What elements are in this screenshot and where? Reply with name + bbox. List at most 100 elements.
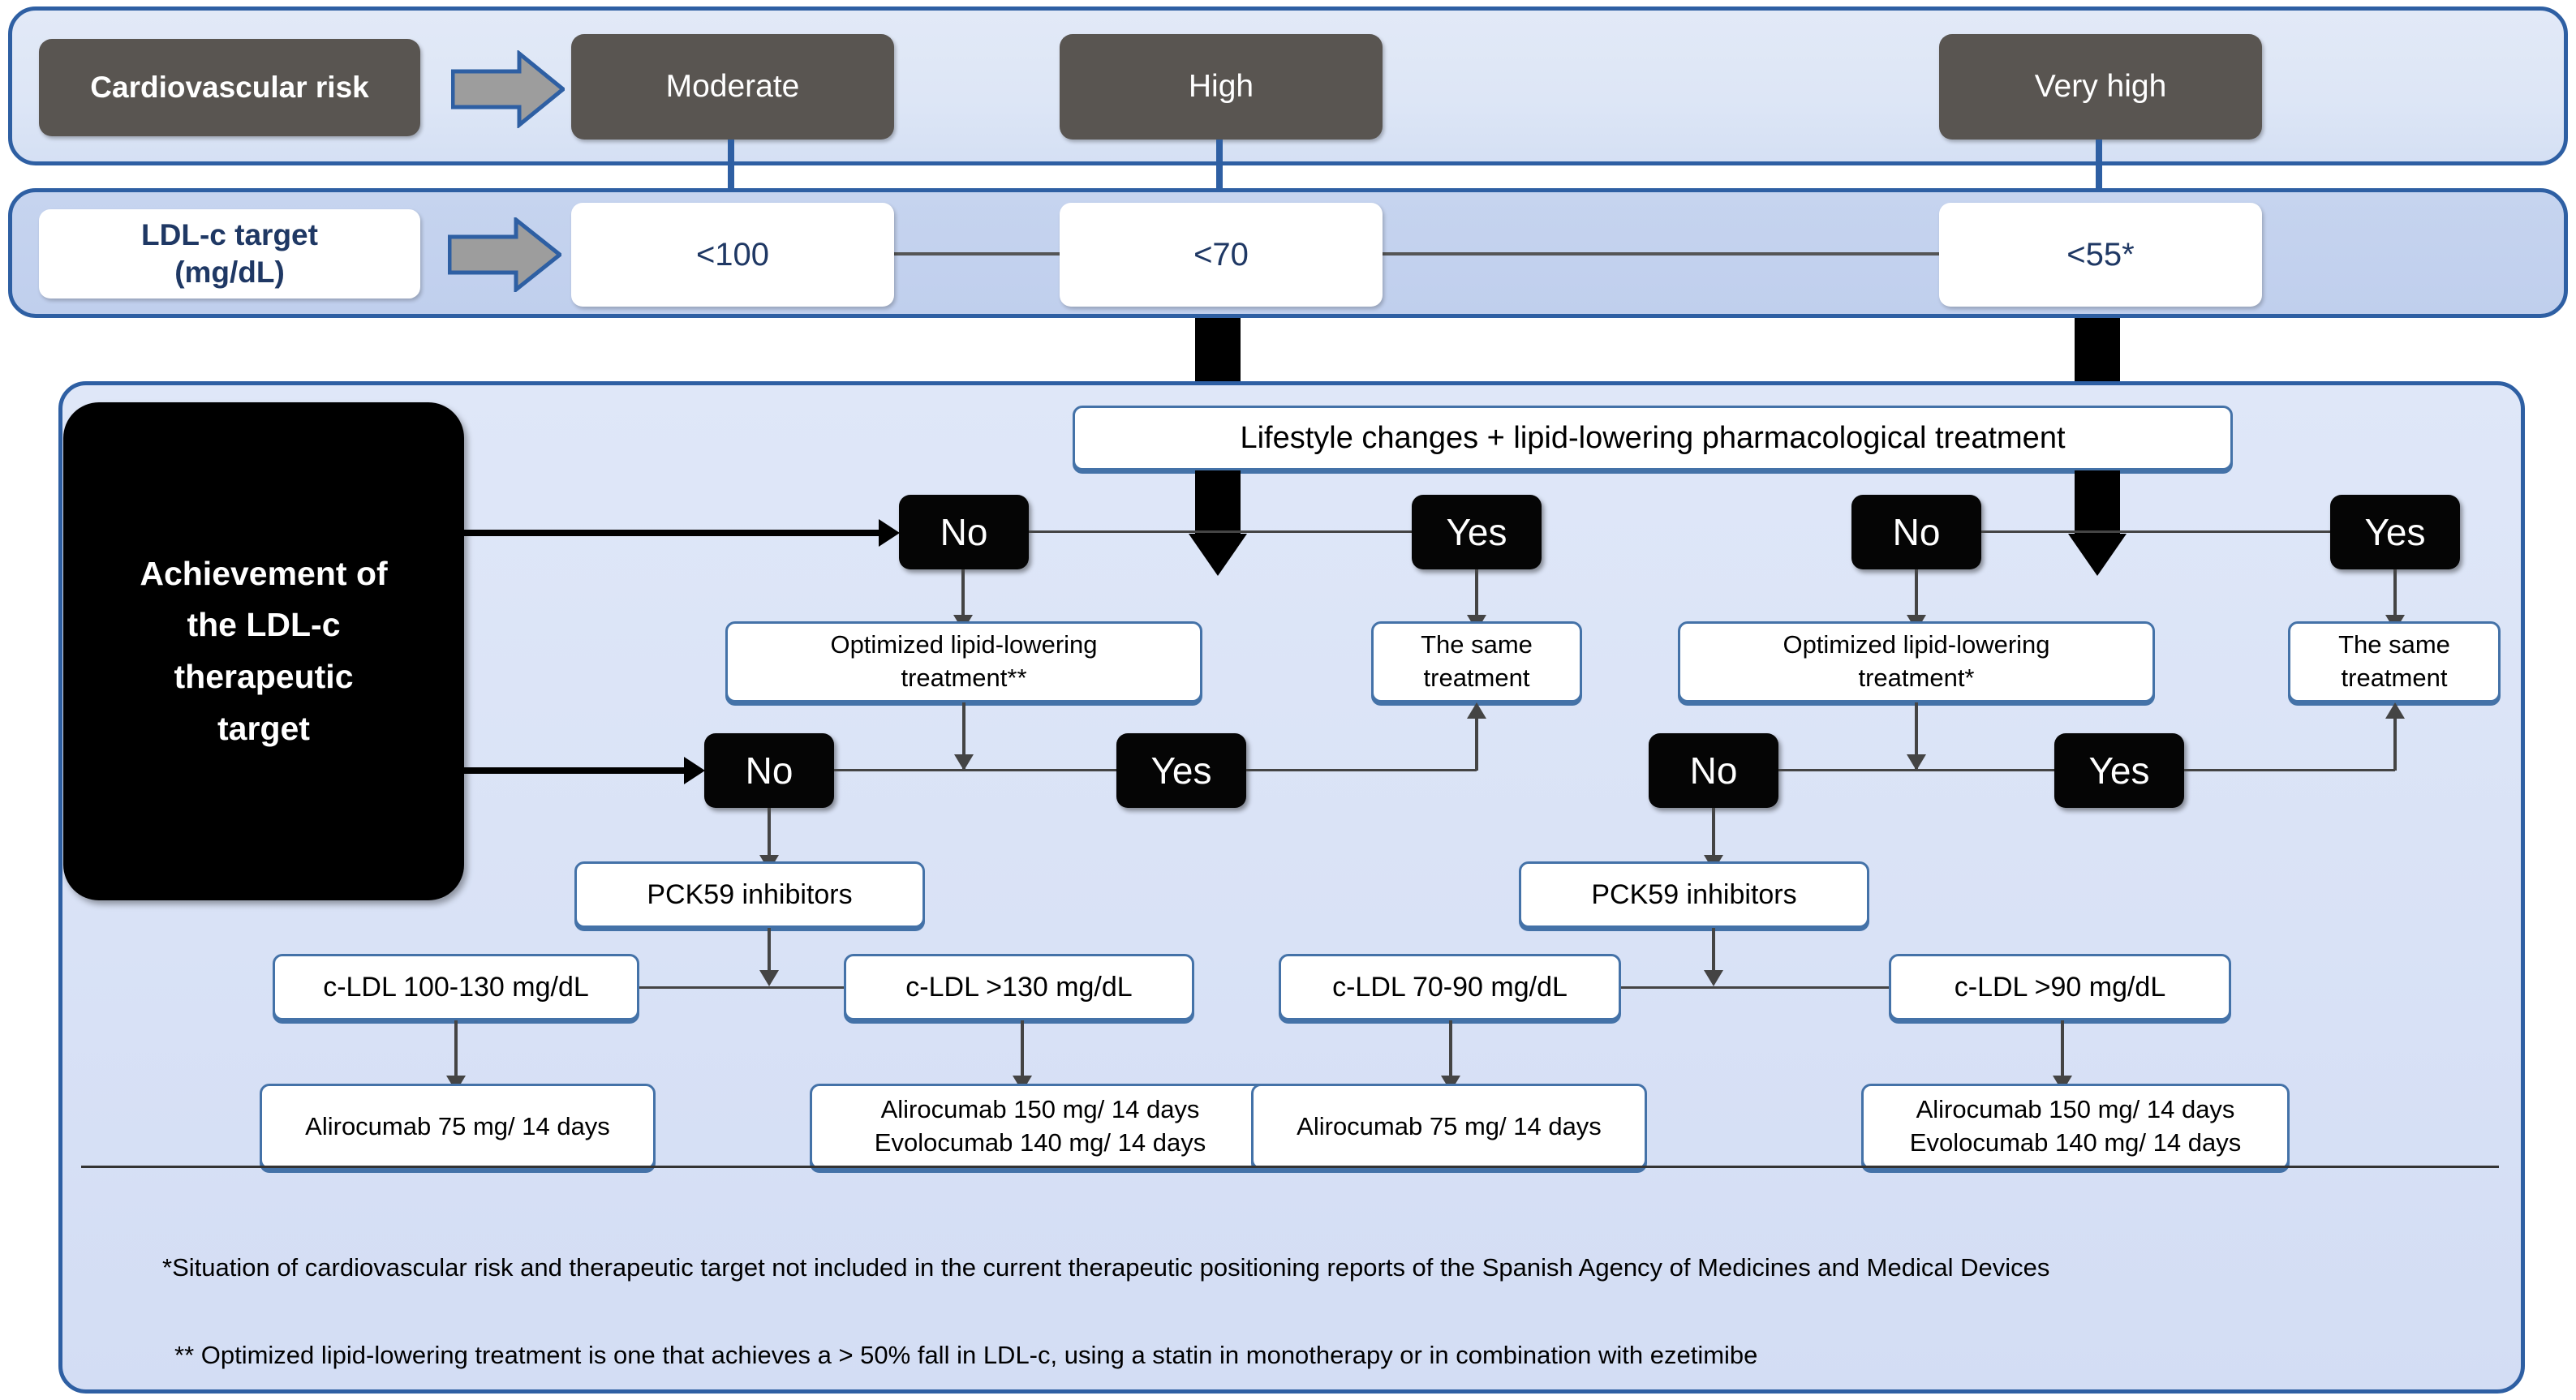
branch-a-optimized-line1: Optimized lipid-lowering (830, 630, 1098, 659)
branch-b-same-line1: The same (2338, 630, 2450, 659)
branch-a-level2-no-label: No (745, 749, 793, 792)
branch-a-level1-yes-down (1475, 569, 1478, 620)
branch-b-level1-yes[interactable]: Yes (2330, 495, 2460, 569)
branch-b-level2-yes-label: Yes (2088, 749, 2150, 792)
branch-b-level2-yes[interactable]: Yes (2054, 733, 2184, 808)
ldl-target-label-line2: (mg/dL) (174, 256, 285, 289)
ldl-target-label: LDL-c target (mg/dL) (39, 209, 420, 298)
branch-b-level2-no-label: No (1689, 749, 1738, 792)
risk-level-high[interactable]: High (1060, 34, 1383, 140)
branch-b-drug-high-line2: Evolocumab 140 mg/ 14 days (1909, 1128, 2242, 1157)
branch-b-level2-no[interactable]: No (1649, 733, 1778, 808)
target-chevron-icon (448, 217, 561, 292)
connector-high-to-target (1216, 140, 1223, 208)
footnote-1: *Situation of cardiovascular risk and th… (162, 1249, 2288, 1287)
thick-arrowhead-veryhigh (2068, 534, 2127, 576)
branch-a-level2-no-yes-line (834, 769, 1116, 771)
branch-a-level1-yes[interactable]: Yes (1412, 495, 1542, 569)
branch-a-ldl-range-low-text: c-LDL 100-130 mg/dL (323, 971, 589, 1003)
branch-b-same-line2: treatment (2341, 663, 2448, 692)
branch-a-opt-down-head (954, 754, 974, 771)
branch-b-level1-no-label: No (1892, 511, 1941, 553)
branch-a-same-treatment-box[interactable]: The same treatment (1371, 621, 1582, 702)
branch-b-same-treatment-box[interactable]: The same treatment (2288, 621, 2501, 702)
branch-a-high-to-drug (1021, 1020, 1024, 1080)
branch-b-pck59-box[interactable]: PCK59 inhibitors (1519, 861, 1869, 928)
footnote-separator (81, 1166, 2499, 1168)
branch-a-ldl-range-high[interactable]: c-LDL >130 mg/dL (844, 954, 1194, 1020)
achievement-line-2: the LDL-c (187, 606, 341, 644)
branch-b-optimized-line1: Optimized lipid-lowering (1783, 630, 2050, 659)
branch-a-drug-high[interactable]: Alirocumab 150 mg/ 14 days Evolocumab 14… (810, 1084, 1271, 1170)
branch-a-level2-no[interactable]: No (704, 733, 834, 808)
achievement-line-4: target (217, 709, 310, 747)
achievement-line-1: Achievement of (140, 554, 388, 592)
ldl-target-label-line1: LDL-c target (141, 217, 318, 251)
branch-b-level1-no[interactable]: No (1851, 495, 1981, 569)
branch-a-ldl-range-low[interactable]: c-LDL 100-130 mg/dL (273, 954, 639, 1020)
branch-b-ldl-range-low[interactable]: c-LDL 70-90 mg/dL (1279, 954, 1621, 1020)
branch-a-level2-yes-to-same-h (1246, 769, 1477, 771)
footnote-1-text: *Situation of cardiovascular risk and th… (162, 1253, 2050, 1282)
branch-a-drug-low[interactable]: Alirocumab 75 mg/ 14 days (260, 1084, 656, 1170)
branch-a-ldl-split-line (638, 986, 943, 989)
branch-b-high-to-drug (2061, 1020, 2064, 1080)
branch-b-optimized-treatment-box[interactable]: Optimized lipid-lowering treatment* (1678, 621, 2155, 702)
branch-a-level2-yes[interactable]: Yes (1116, 733, 1246, 808)
risk-label-text: Cardiovascular risk (90, 71, 369, 105)
branch-a-level1-no-down (961, 569, 965, 620)
ldl-target-value-moderate-text: <100 (695, 236, 770, 273)
root-to-level1-line (458, 530, 880, 536)
branch-b-ldl-range-high-text: c-LDL >90 mg/dL (1954, 971, 2166, 1003)
branch-b-ldl-range-low-text: c-LDL 70-90 mg/dL (1332, 971, 1568, 1003)
branch-a-level1-no-label: No (940, 511, 988, 553)
branch-a-level2-no-down (768, 808, 771, 860)
risk-level-very-high[interactable]: Very high (1939, 34, 2262, 140)
branch-a-level1-no-yes-line (1029, 530, 1412, 533)
branch-a-optimized-treatment-box[interactable]: Optimized lipid-lowering treatment** (725, 621, 1202, 702)
achievement-root-box[interactable]: Achievement of the LDL-c therapeutic tar… (63, 402, 464, 900)
thick-arrowhead-high (1189, 534, 1247, 576)
ldl-target-value-very-high-text: <55* (2066, 236, 2135, 273)
branch-b-low-to-drug (1449, 1020, 1452, 1080)
branch-a-drug-high-line1: Alirocumab 150 mg/ 14 days (880, 1095, 1200, 1124)
branch-b-level2-no-down (1712, 808, 1715, 860)
branch-b-optimized-line2: treatment* (1858, 663, 1975, 692)
lifestyle-changes-banner[interactable]: Lifestyle changes + lipid-lowering pharm… (1073, 406, 2233, 470)
branch-a-ldl-range-high-text: c-LDL >130 mg/dL (905, 971, 1133, 1003)
branch-b-pck59-text: PCK59 inhibitors (1591, 878, 1797, 910)
ldl-target-value-very-high[interactable]: <55* (1939, 203, 2262, 307)
branch-b-level2-yes-to-same-head (2385, 702, 2405, 719)
branch-a-pck59-box[interactable]: PCK59 inhibitors (574, 861, 925, 928)
branch-b-pck59-down (1712, 928, 1715, 975)
branch-b-level1-yes-down (2393, 569, 2397, 620)
connector-moderate-to-target (728, 140, 734, 208)
branch-b-ldl-range-high[interactable]: c-LDL >90 mg/dL (1889, 954, 2231, 1020)
branch-a-opt-down (962, 702, 965, 769)
achievement-line-3: therapeutic (174, 658, 354, 695)
risk-level-high-label: High (1188, 69, 1254, 105)
footnote-2: ** Optimized lipid-lowering treatment is… (174, 1337, 2300, 1375)
thick-arrow-shaft-veryhigh (2075, 470, 2120, 539)
branch-b-drug-high[interactable]: Alirocumab 150 mg/ 14 days Evolocumab 14… (1861, 1084, 2290, 1170)
root-to-level1-arrowhead (879, 519, 900, 547)
branch-a-optimized-line2: treatment** (901, 663, 1027, 692)
branch-b-opt-down-head (1907, 754, 1926, 771)
branch-a-level2-yes-to-same-v (1475, 717, 1478, 771)
lifestyle-banner-text: Lifestyle changes + lipid-lowering pharm… (1240, 420, 2066, 455)
ldl-target-value-moderate[interactable]: <100 (571, 203, 894, 307)
branch-b-level2-yes-to-same-v (2393, 717, 2397, 771)
branch-a-level2-yes-to-same-head (1467, 702, 1486, 719)
branch-b-drug-low[interactable]: Alirocumab 75 mg/ 14 days (1251, 1084, 1647, 1170)
risk-level-moderate-label: Moderate (665, 69, 800, 105)
branch-b-ldl-split-line (1584, 986, 1889, 989)
thick-arrow-shaft-high (1195, 470, 1241, 539)
cardiovascular-risk-label: Cardiovascular risk (39, 39, 420, 136)
ldl-target-value-high[interactable]: <70 (1060, 203, 1383, 307)
branch-b-level1-no-yes-line (1981, 530, 2330, 533)
branch-b-level1-no-down (1915, 569, 1918, 620)
risk-level-moderate[interactable]: Moderate (571, 34, 894, 140)
connector-veryhigh-to-target (2096, 140, 2102, 208)
branch-a-level1-no[interactable]: No (899, 495, 1029, 569)
